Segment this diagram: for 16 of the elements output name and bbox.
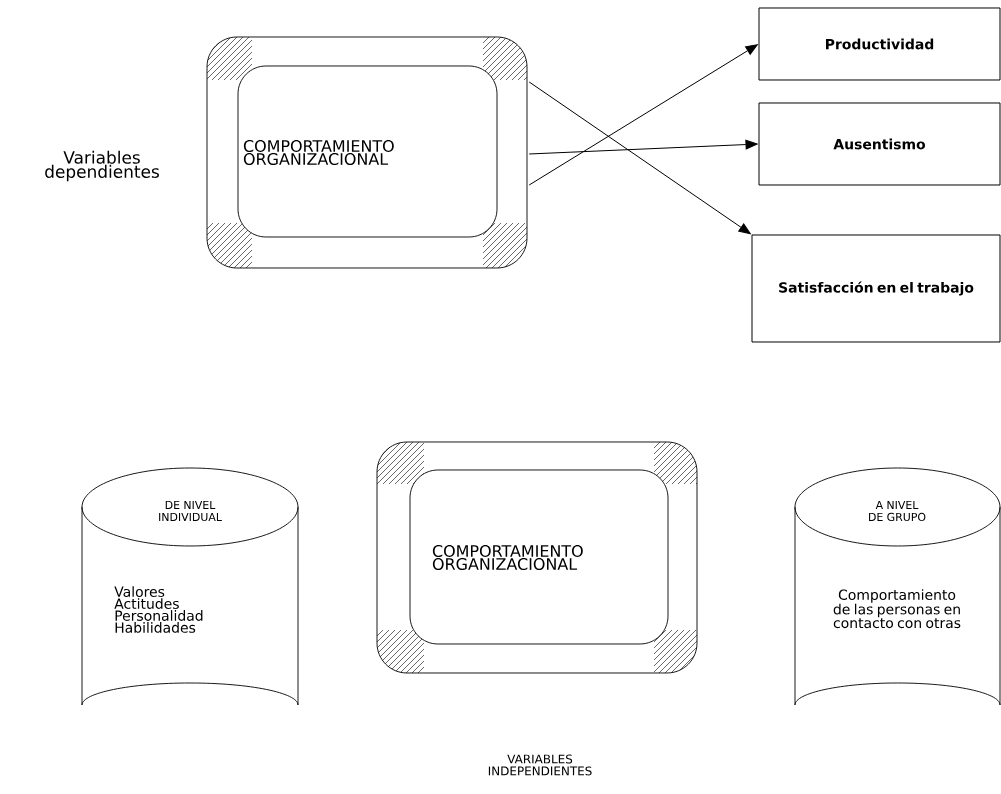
cylinder-text: Comportamiento de las personas en contacto con otras — [833, 589, 961, 629]
outcome-box: Productividad — [758, 7, 1001, 81]
outcome-box: Satisfacción en el trabajo — [751, 234, 1001, 343]
axis-label: Variables dependientes — [45, 150, 159, 182]
cylinder — [81, 467, 299, 706]
arrow — [528, 139, 758, 155]
cylinder-text: Valores Actitudes Personalidad Habilidades — [114, 586, 203, 633]
cylinder — [794, 467, 1001, 706]
beveled-box: COMPORTAMIENTO ORGANIZACIONAL — [206, 36, 528, 269]
axis-label: VARIABLES INDEPENDIENTES — [488, 754, 592, 776]
beveled-box: COMPORTAMIENTO ORGANIZACIONAL — [376, 441, 698, 674]
cylinder-heading: A NIVEL DE GRUPO — [869, 500, 926, 522]
outcome-box: Ausentismo — [758, 102, 1001, 186]
arrow — [528, 44, 758, 186]
cylinder-heading: DE NIVEL INDIVIDUAL — [159, 500, 222, 522]
arrow — [528, 81, 751, 235]
